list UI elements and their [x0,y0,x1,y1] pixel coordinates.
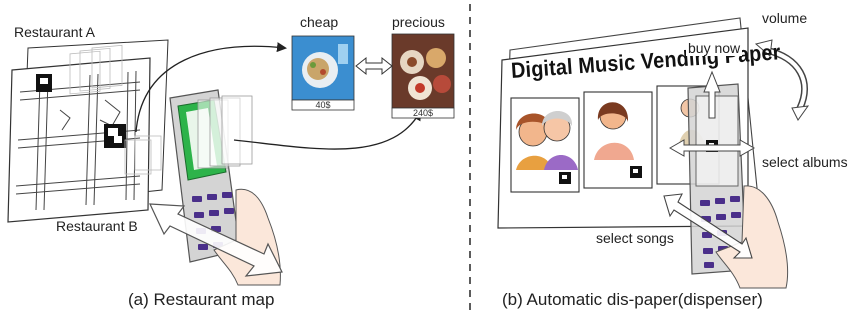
restaurant-map [7,39,169,223]
cheap-label: cheap [300,14,339,30]
cheap-food-photo [291,35,355,111]
precious-food-photo [391,33,455,119]
select-songs-label: select songs [596,230,674,246]
arrow-to-cheap [135,42,287,133]
buy-now-arrow [703,70,721,119]
compare-double-arrow [355,56,393,76]
select-albums-arrow [668,139,756,157]
volume-label: volume [762,10,808,26]
move-double-arrow-a [149,203,283,277]
arrow-to-precious [233,110,421,150]
restaurant-b-label: Restaurant B [56,218,138,234]
precious-label: precious [392,14,445,30]
restaurant-a-label: Restaurant A [14,24,95,40]
cheap-price: 40$ [315,100,331,110]
caption-b: (b) Automatic dis-paper(dispenser) [502,290,763,309]
caption-a: (a) Restaurant map [128,290,275,309]
buy-now-label: buy now [686,40,743,56]
hand-b [715,185,789,289]
select-songs-arrow [663,193,753,259]
select-albums-label: select albums [762,154,848,170]
precious-price: 240$ [412,108,434,118]
